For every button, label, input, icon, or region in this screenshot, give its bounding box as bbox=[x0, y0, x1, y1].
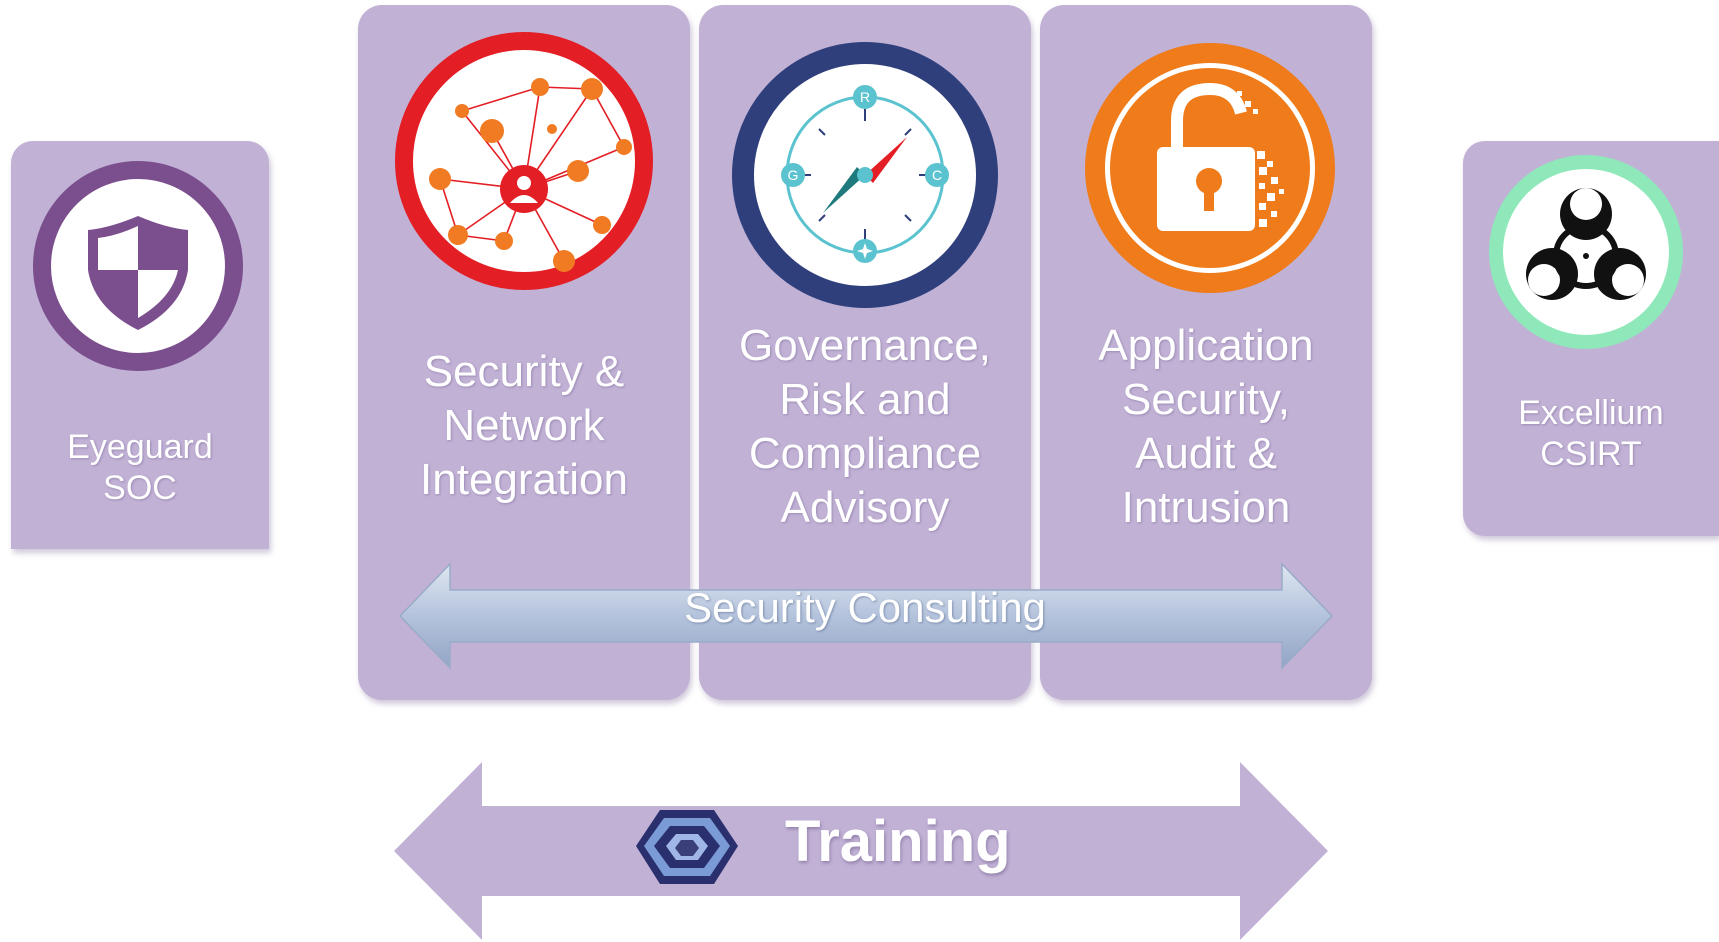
training-arrow bbox=[392, 760, 1330, 942]
card-eyeguard-soc: Eyeguard SOC bbox=[11, 141, 269, 549]
consulting-arrow bbox=[396, 560, 1336, 672]
eyeguard-label: Eyeguard SOC bbox=[67, 428, 213, 508]
card-application-security: Application Security, Audit & Intrusion bbox=[1040, 5, 1372, 700]
compass-letter-c: C bbox=[932, 167, 942, 183]
compass-letter-r: R bbox=[860, 89, 870, 105]
maze-icon bbox=[632, 806, 742, 888]
shield-icon bbox=[30, 158, 246, 374]
card-excellium-csirt: Excellium CSIRT bbox=[1463, 141, 1719, 536]
compass-letter-g: G bbox=[788, 167, 799, 183]
governance-label: Governance, Risk and Compliance Advisory bbox=[739, 321, 991, 533]
application-security-label: Application Security, Audit & Intrusion bbox=[1098, 321, 1314, 533]
security-network-label: Security & Network Integration bbox=[420, 347, 628, 505]
biohazard-icon bbox=[1486, 152, 1686, 352]
network-icon bbox=[392, 29, 656, 293]
card-security-network: Security & Network Integration bbox=[358, 5, 690, 700]
compass-icon: R G C bbox=[731, 41, 999, 309]
security-consulting-label: Security Consulting bbox=[684, 584, 1046, 631]
csirt-label: Excellium CSIRT bbox=[1518, 394, 1664, 474]
training-label: Training bbox=[785, 809, 1011, 874]
card-governance: R G C Governance, Risk and Compliance Ad… bbox=[699, 5, 1031, 700]
padlock-icon bbox=[1085, 43, 1335, 293]
